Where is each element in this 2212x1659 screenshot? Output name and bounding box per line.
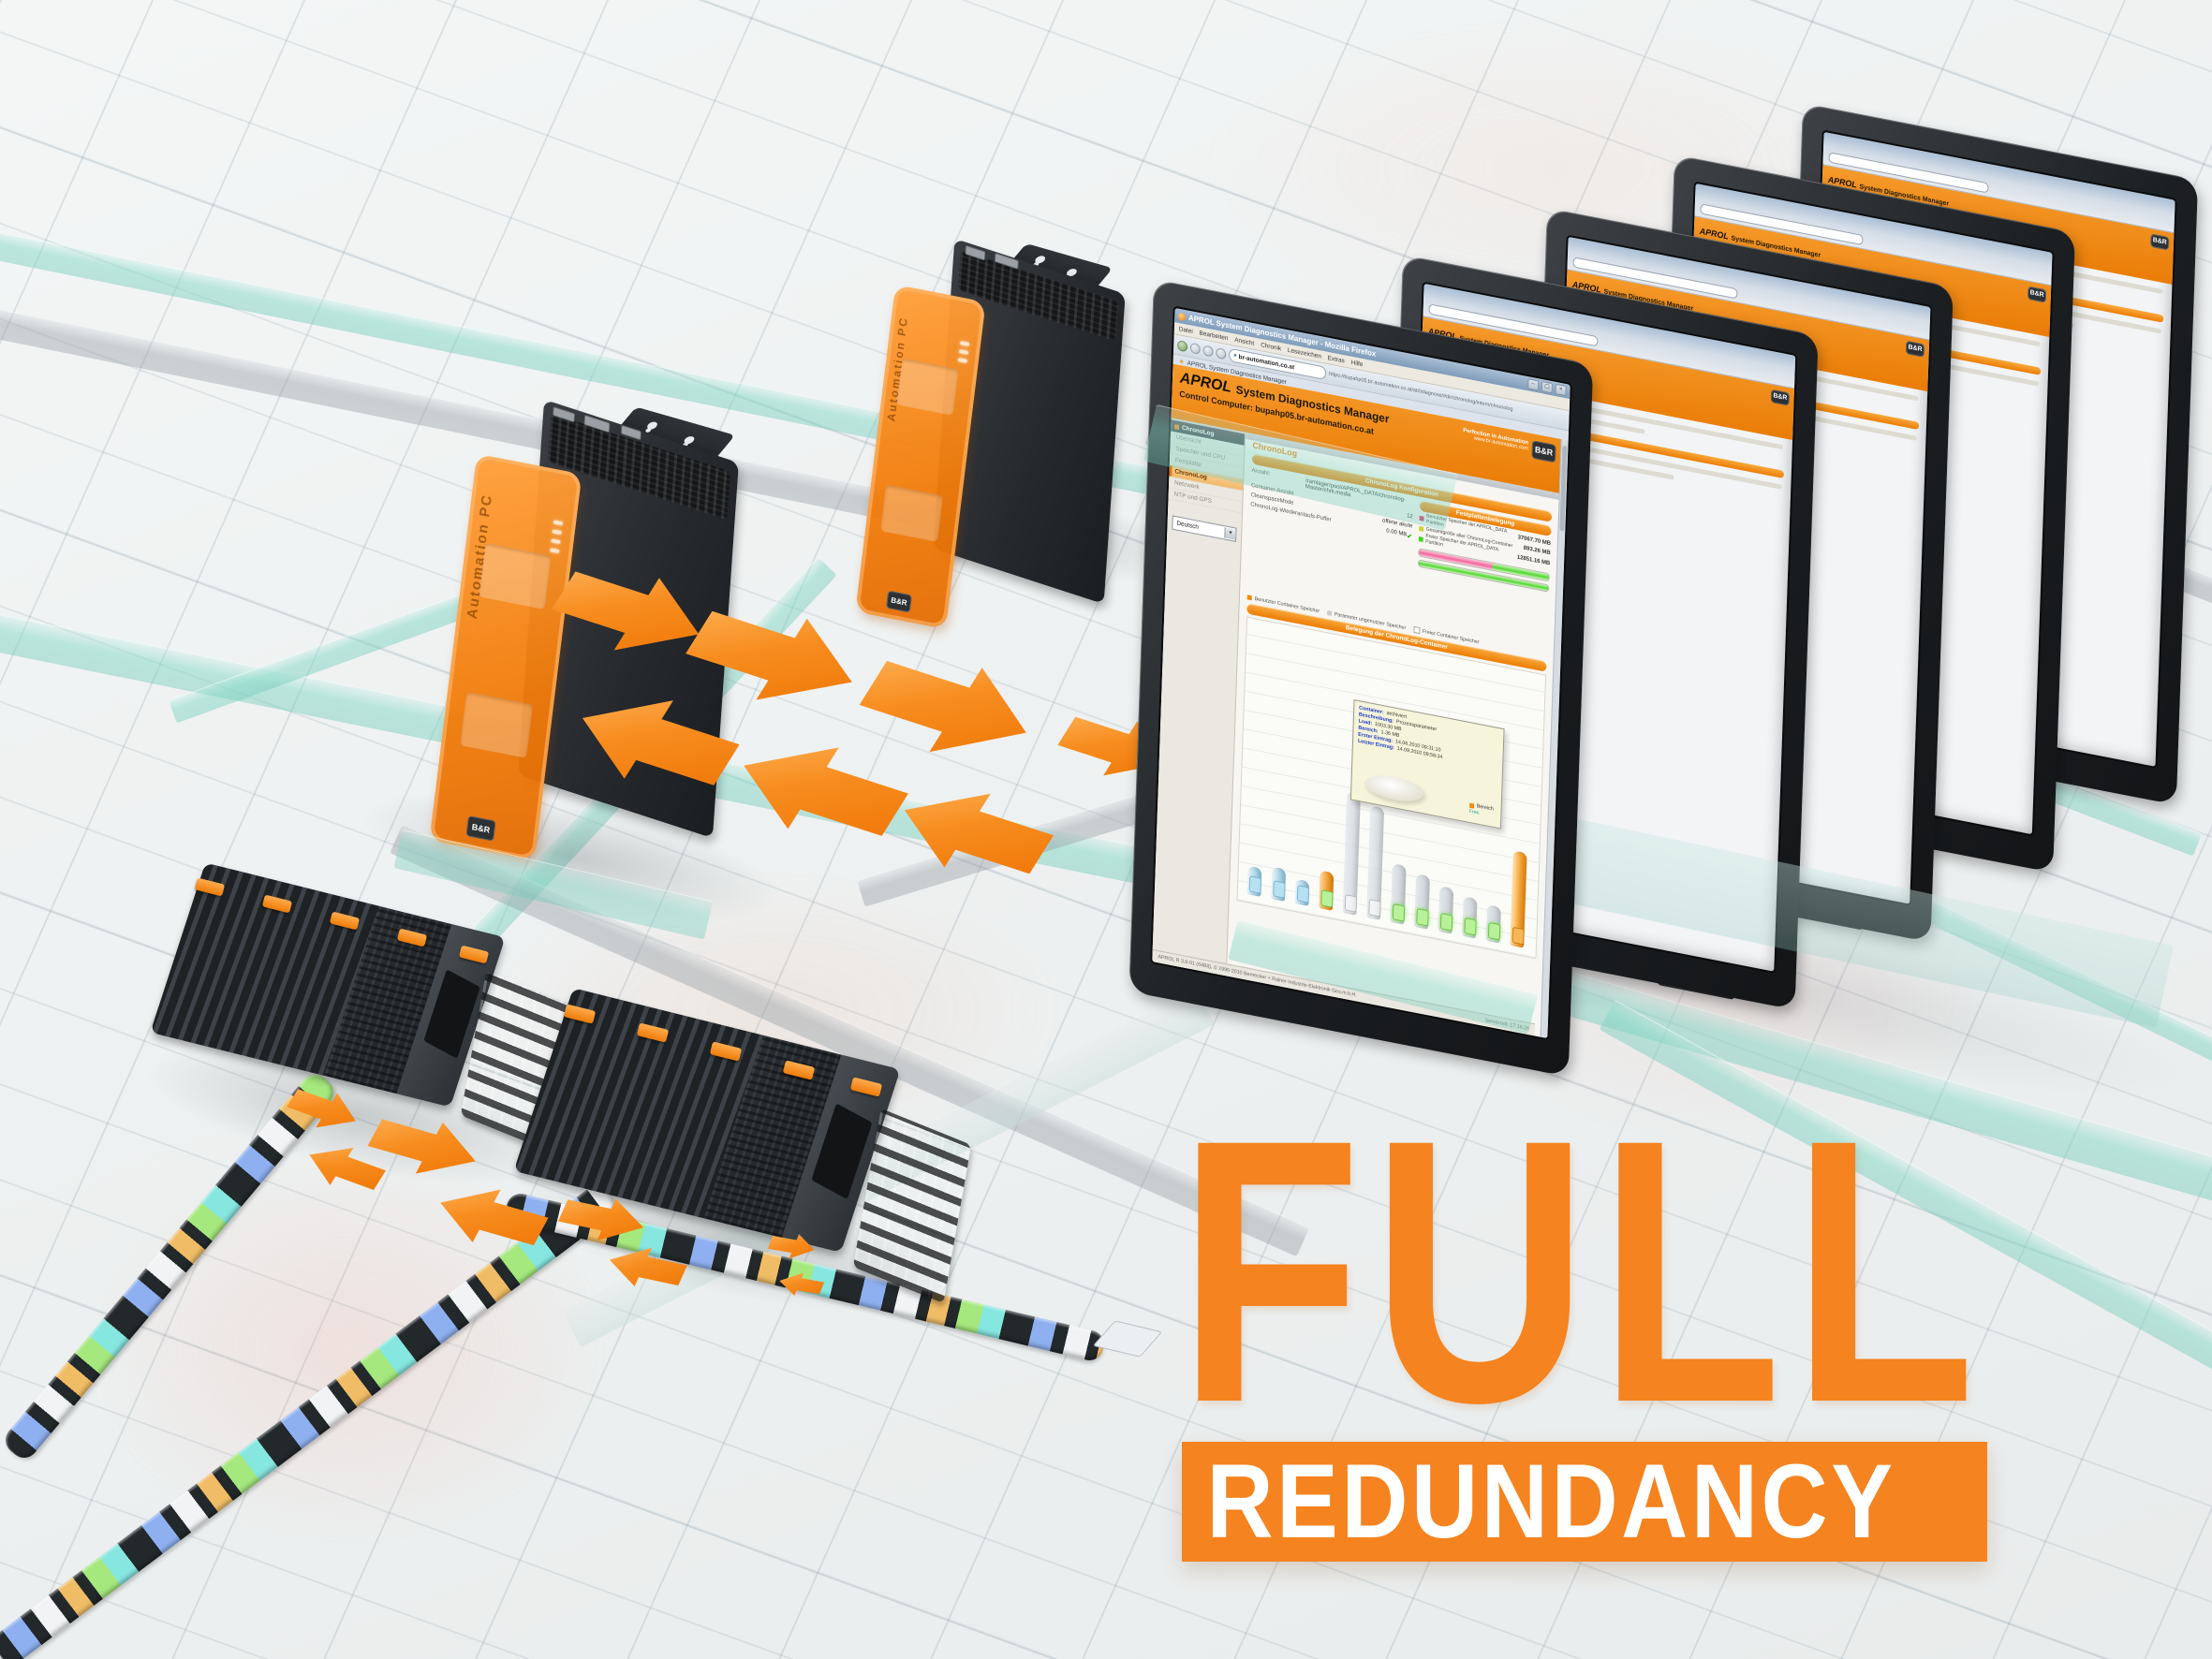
automation-pc-top: Automation PC B&R (855, 238, 1152, 657)
keyhole-slot (645, 420, 659, 431)
status-led (958, 349, 969, 355)
reload-button[interactable] (1202, 344, 1214, 358)
br-logo: B&R (886, 590, 912, 613)
headline-banner: REDUNDANCY (1182, 1442, 1987, 1562)
tooltip-footer: Bereich Free (1469, 802, 1494, 819)
legend-swatch-gray (1326, 609, 1332, 616)
br-logo-badge: B&R (1905, 340, 1925, 358)
status-led (553, 520, 564, 526)
chart-bar (1342, 791, 1361, 916)
chart-area: Container:archiviert Beschreibung:Prozes… (1236, 616, 1547, 960)
chart-bar (1485, 904, 1501, 944)
menu-item-hilfe[interactable]: Hilfe (1350, 359, 1364, 368)
panel-slot (460, 691, 534, 758)
firefox-icon (1178, 312, 1187, 321)
chart-bar (1271, 866, 1287, 902)
maximize-button[interactable]: ▢ (1541, 381, 1554, 394)
ellipse-graphic (1364, 771, 1424, 806)
legend-swatch-green (1418, 536, 1423, 542)
globe-icon: ● (1232, 352, 1237, 360)
menu-item-extras[interactable]: Extras (1327, 354, 1345, 365)
status-led (550, 548, 560, 554)
home-button[interactable] (1216, 346, 1227, 360)
legend-swatch-yellow (1418, 525, 1423, 532)
chart-bar (1438, 886, 1454, 934)
disk-value: 12851.16 MB (1516, 554, 1551, 567)
panel-slot (880, 484, 944, 542)
br-logo-badge: B&R (2150, 233, 2170, 251)
menu-item-ansicht[interactable]: Ansicht (1234, 336, 1255, 347)
check-icon: ✔ (1407, 533, 1413, 541)
config-value: 0.00 MB (1386, 528, 1408, 538)
forward-button[interactable] (1189, 342, 1201, 355)
status-led (551, 538, 561, 545)
br-logo: B&R (465, 815, 496, 842)
pc-front-panel: Automation PC B&R (855, 284, 986, 630)
minimize-button[interactable]: – (1527, 378, 1540, 391)
keyhole-slot (1033, 255, 1048, 265)
state-swatch (1468, 802, 1474, 809)
plc-station-1 (150, 862, 585, 1156)
chart-bar (1319, 870, 1335, 911)
chart-bar (1294, 878, 1310, 906)
status-led (957, 357, 968, 363)
chart-bar (1366, 805, 1385, 920)
language-select[interactable]: Deutsch ▼ (1172, 515, 1237, 542)
chart-bar (1510, 850, 1527, 948)
legend-swatch-orange (1246, 595, 1252, 601)
chart-bar (1246, 865, 1262, 897)
chart-bar (1390, 863, 1407, 925)
chart-bar (1462, 896, 1478, 939)
menu-item-datei[interactable]: Datei (1178, 325, 1193, 335)
close-button[interactable]: × (1555, 383, 1567, 397)
back-button[interactable] (1177, 339, 1188, 352)
panel-slot (478, 542, 552, 610)
panel-slot (895, 358, 959, 416)
menu-item-chronik[interactable]: Chronik (1261, 341, 1282, 352)
br-logo-badge: B&R (1770, 389, 1790, 406)
plc-module-rack (150, 862, 506, 1108)
plc-station-2 (513, 988, 988, 1304)
chart-bar (1414, 874, 1430, 930)
keyhole-slot (682, 435, 697, 446)
banner-text: REDUNDANCY (1206, 1443, 1896, 1560)
pc-front-panel: Automation PC B&R (429, 453, 582, 861)
br-logo-badge: B&R (2028, 286, 2047, 303)
chevron-down-icon: ▼ (1224, 527, 1236, 540)
headline-title: FULL (1178, 1062, 1986, 1480)
legend-swatch-white (1413, 625, 1421, 635)
language-value: Deutsch (1176, 520, 1200, 532)
status-led (552, 529, 562, 536)
page-body: ChronoLog Übersicht Speicher und CPU Fes… (1152, 419, 1560, 1025)
status-led (959, 341, 970, 347)
